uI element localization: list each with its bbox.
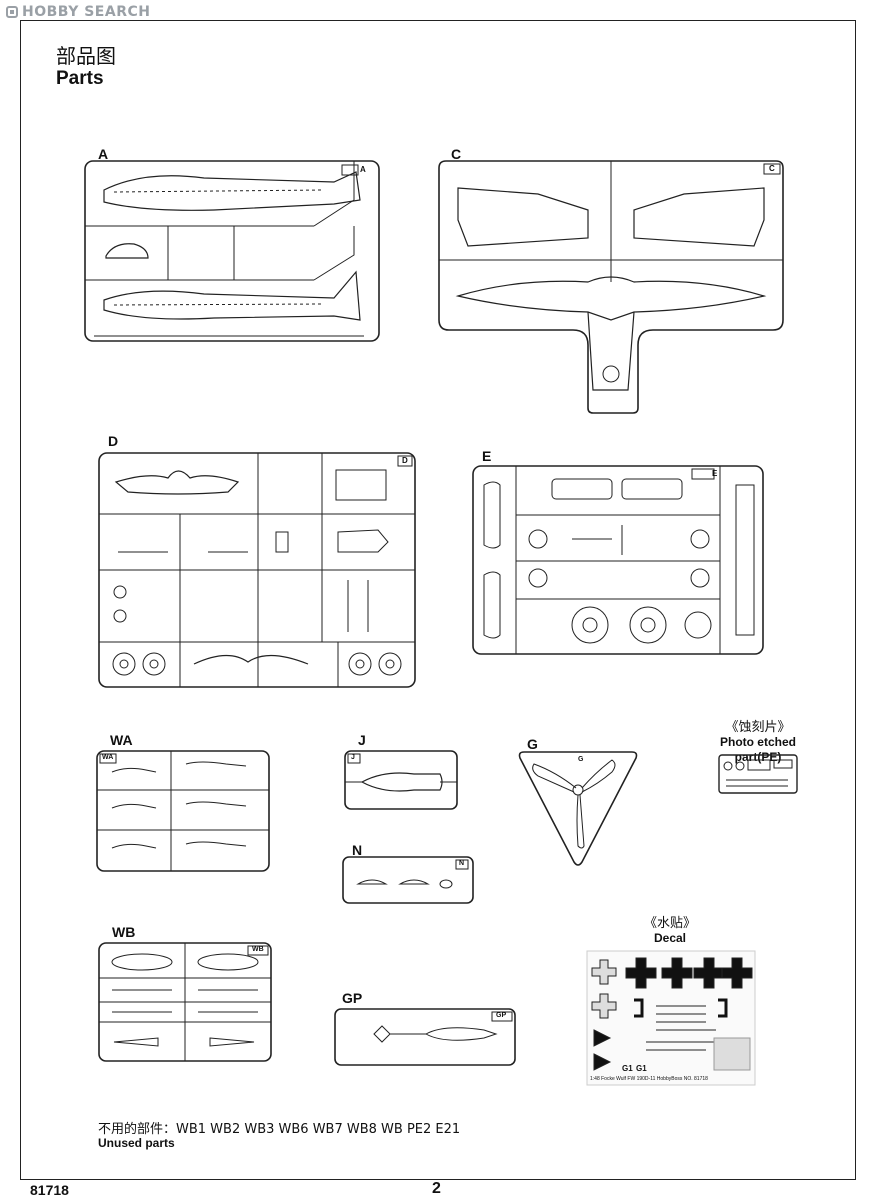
decal-label-cn: 《水贴》 xyxy=(643,916,696,931)
sprue-c-tag: C xyxy=(769,164,775,173)
sprue-wb: WB xyxy=(98,942,272,1062)
unused-parts-label: Unused parts xyxy=(98,1136,175,1150)
sprue-wa-tag: WA xyxy=(102,754,114,761)
sprue-j-tag: J xyxy=(351,754,355,761)
sprue-g: G xyxy=(516,750,640,868)
hobbysearch-watermark: HOBBY SEARCH xyxy=(6,4,150,20)
sprue-wb-label: WB xyxy=(112,924,136,940)
sprue-gp: GP xyxy=(334,1008,516,1066)
sprue-j: J xyxy=(344,750,458,810)
sprue-c-label: C xyxy=(451,146,462,162)
sprue-a-label: A xyxy=(98,146,109,162)
photo-etched-fret xyxy=(718,754,798,794)
decal-letter: G1 xyxy=(636,1064,647,1073)
sprue-gp-label: GP xyxy=(342,990,363,1006)
sprue-wa-label: WA xyxy=(110,732,133,748)
hobbysearch-logo-icon xyxy=(6,6,18,18)
balkenkreuz-icon xyxy=(591,957,753,1019)
decal-caption: 1:48 Focke Wulf FW 190D-11 HobbyBoss NO.… xyxy=(590,1076,708,1082)
unused-parts-list-cn: 不用的部件：WB1 WB2 WB3 WB6 WB7 WB8 WB PE2 E21 xyxy=(98,1122,461,1137)
sprue-gp-tag: GP xyxy=(496,1012,507,1019)
sprue-wb-tag: WB xyxy=(252,946,264,953)
sprue-d-label: D xyxy=(108,433,119,449)
sprue-n-tag: N xyxy=(459,860,465,867)
swastika-icon xyxy=(634,998,728,1018)
sprue-wa: WA xyxy=(96,750,270,872)
sprue-n-label: N xyxy=(352,842,363,858)
sprue-d-tag: D xyxy=(402,456,408,465)
sprue-e-tag: E xyxy=(712,469,718,478)
watermark-text: HOBBY SEARCH xyxy=(22,4,151,20)
page-number: 2 xyxy=(432,1180,441,1197)
kit-number: 81718 xyxy=(30,1182,69,1198)
sprue-g-tag: G xyxy=(578,756,584,763)
sprue-n: N xyxy=(342,856,474,904)
sprue-a: A xyxy=(84,160,380,342)
sprue-e: E xyxy=(472,465,764,655)
decal-letter: G1 xyxy=(622,1064,633,1073)
sprue-g-label: G xyxy=(527,736,538,752)
photo-etched-label-cn: 《蚀刻片》 xyxy=(725,720,791,735)
decal-label: 《水贴》 Decal xyxy=(610,916,730,946)
page-title: Parts xyxy=(56,68,104,89)
photo-etched-label-en: Photo etched part(PE) xyxy=(719,735,796,764)
page-frame xyxy=(20,20,856,1180)
sprue-e-label: E xyxy=(482,448,492,464)
sprue-d: D xyxy=(98,452,416,688)
photo-etched-label: 《蚀刻片》 Photo etched part(PE) xyxy=(698,720,818,765)
page-title-chinese: 部品图 xyxy=(56,44,116,68)
sprue-a-tag: A xyxy=(360,165,366,174)
decal-sheet: G1 G1 1:48 Focke Wulf FW 190D-11 HobbyBo… xyxy=(586,950,756,1086)
decal-label-en: Decal xyxy=(653,931,687,945)
sprue-c: C xyxy=(438,160,784,414)
sprue-j-label: J xyxy=(358,732,366,748)
